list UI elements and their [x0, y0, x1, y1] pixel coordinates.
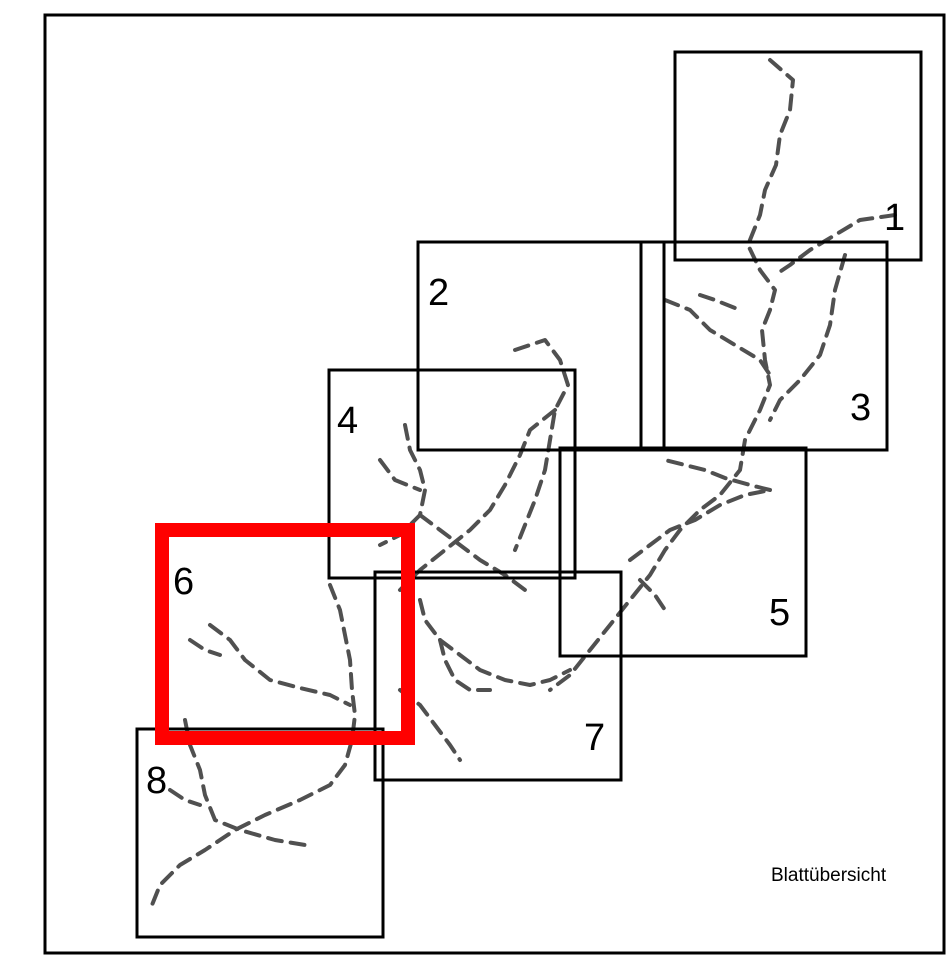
trail-line — [398, 688, 462, 762]
sheet-3-label: 3 — [850, 387, 871, 429]
sheet-8-label: 8 — [146, 760, 167, 802]
sheet-1-outline[interactable] — [673, 50, 923, 262]
sheet-labels: 1 2 3 4 5 6 7 8 — [146, 197, 905, 802]
sheet-1-label: 1 — [884, 197, 905, 239]
sheet-grid — [135, 50, 923, 939]
trail-line — [418, 598, 572, 687]
trail-line — [663, 458, 772, 492]
sheet-2-outline[interactable] — [416, 240, 666, 452]
sheet-5-outline[interactable] — [558, 446, 808, 658]
trail-line — [188, 638, 222, 657]
sheet-2-label: 2 — [428, 272, 449, 314]
sheet-3-outline[interactable] — [639, 240, 889, 452]
trail-line — [150, 583, 357, 907]
trail-line — [208, 623, 352, 707]
trail-line — [628, 488, 772, 562]
sheet-7-label: 7 — [584, 717, 605, 759]
trail-line — [183, 718, 307, 847]
trail-line — [773, 213, 897, 277]
trail-line — [663, 298, 772, 377]
map-frame — [43, 13, 946, 955]
trail-line — [513, 338, 570, 552]
trail-line — [398, 408, 557, 592]
trail-network — [150, 58, 897, 907]
sheet-7-outline[interactable] — [373, 570, 623, 782]
sheet-6-label: 6 — [173, 561, 194, 603]
trail-line — [638, 578, 667, 612]
trail-line — [768, 253, 847, 422]
trail-line — [378, 458, 422, 492]
trail-line — [168, 788, 202, 807]
trail-line — [698, 293, 742, 312]
trail-line — [438, 638, 492, 692]
sheet-6-outline-active[interactable] — [155, 523, 415, 745]
overview-title: Blattübersicht — [771, 865, 887, 886]
sheet-8-outline[interactable] — [135, 727, 385, 939]
trail-line — [548, 58, 795, 692]
sheet-4-label: 4 — [337, 400, 358, 442]
sheet-4-outline[interactable] — [327, 368, 577, 580]
sheet-5-label: 5 — [769, 592, 790, 634]
